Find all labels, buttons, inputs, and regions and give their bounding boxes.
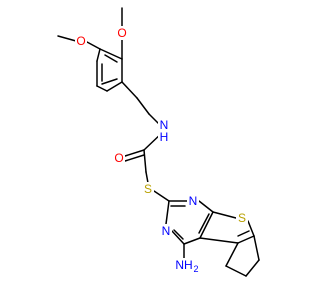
bond-dbl-c4n3: [173, 229, 184, 240]
atom-label-h-amide: H: [160, 130, 169, 144]
atom-label-o-methoxy-top: O: [117, 26, 126, 40]
bond-methyl-left: [57, 35, 77, 42]
pyrimidine-nitrogen-upper: N: [187, 194, 199, 208]
atom-label-layer: O O N H O S N N: [75, 26, 248, 274]
bond-co-1: [124, 149, 145, 157]
amide-nitrogen-atom: N H: [158, 118, 170, 144]
bond-ch2-c3a-b: [225, 242, 239, 267]
bond-n3-c2: [165, 200, 170, 225]
thioether-sulfur-atom: S: [142, 182, 154, 196]
bond-dbl-c6a-c3a: [237, 230, 250, 237]
bond-s-c6a: [247, 220, 255, 237]
bond-ch2-c3a-a: [225, 265, 247, 277]
bond-ch2-ch2: [136, 97, 150, 115]
atom-label-nh-amine: NH: [175, 258, 192, 272]
oxygen-atom-methoxy-left: O: [75, 34, 87, 48]
atom-label-n-amide: N: [160, 118, 169, 132]
bond-c6a-ch2: [253, 235, 260, 261]
bond-o-left-ring: [86, 41, 101, 50]
atom-label-o-methoxy-left: O: [76, 34, 85, 48]
bond-ch2-s: [145, 171, 149, 184]
pyrimidine-nitrogen-lower: N: [160, 224, 172, 238]
atom-label-amine-subscript: 2: [193, 264, 198, 274]
bond-ch2-n: [148, 113, 160, 125]
bond-ring-6: [96, 48, 101, 62]
amino-group: NH 2: [172, 258, 200, 274]
bond-ring-4: [96, 85, 108, 92]
bond-ring-inner-a: [101, 78, 118, 85]
bond-c3a-c4a: [199, 237, 239, 244]
bond-c7a-s: [212, 211, 237, 219]
bond-ring-inner-c: [104, 54, 118, 63]
oxygen-atom-methoxy-top: O: [116, 26, 128, 40]
bond-ring-3: [106, 81, 123, 92]
bond-c4-n3: [171, 230, 185, 245]
thiophene-sulfur-atom: S: [236, 211, 248, 225]
carbonyl-oxygen-atom: O: [113, 151, 125, 165]
bond-s-c2: [153, 190, 170, 202]
bond-n1-c7a: [198, 200, 214, 213]
molecule-structure-diagram: O O N H O S N N: [57, 7, 260, 277]
atom-label-o-carbonyl: O: [114, 151, 123, 165]
bond-layer: [57, 7, 260, 277]
bond-ring-1: [99, 48, 123, 60]
bond-ch2-ch2-ring: [245, 259, 260, 277]
bond-c7a-c4a: [199, 211, 214, 239]
atom-label-n-pyrimidine-upper: N: [189, 194, 198, 208]
bond-c6a-c3a: [237, 235, 255, 244]
atom-label-s-thiophene: S: [238, 211, 246, 225]
bond-ring-ch2: [121, 81, 138, 99]
bond-c4a-c4: [183, 237, 201, 245]
atom-label-n-pyrimidine-lower: N: [162, 224, 171, 238]
bond-dbl-c7a: [198, 213, 210, 234]
bond-c-ch2: [143, 149, 147, 173]
atom-label-s-thioether: S: [144, 182, 152, 196]
bond-co-2: [124, 154, 145, 162]
